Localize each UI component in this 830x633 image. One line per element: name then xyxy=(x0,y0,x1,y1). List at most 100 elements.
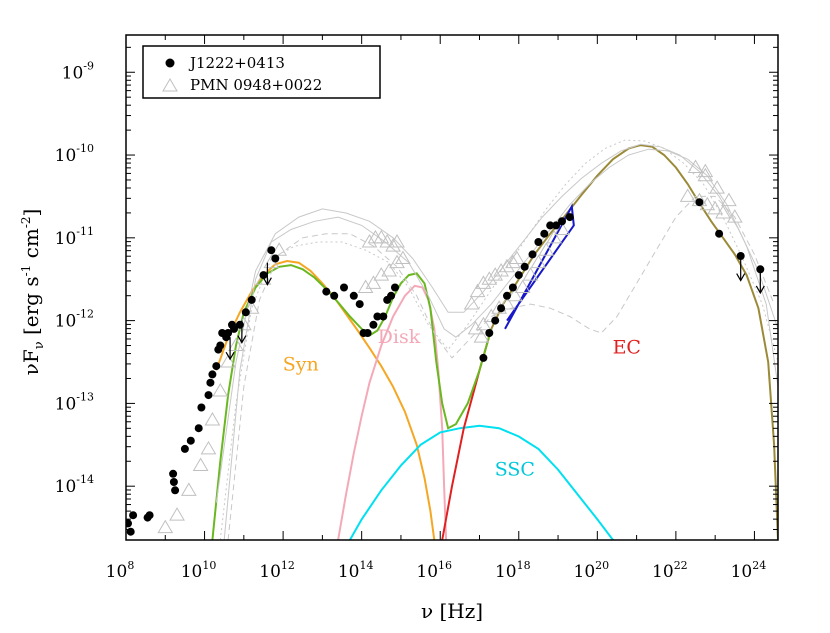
pmn-point-34 xyxy=(508,250,525,265)
j1222-point-40 xyxy=(387,291,396,300)
y-tick-label: 10-10 xyxy=(55,142,94,166)
j1222-point-29 xyxy=(322,287,331,296)
tick-base: 10 xyxy=(731,562,753,582)
pmn-point-7 xyxy=(220,354,236,368)
j1222-point-59 xyxy=(736,252,745,260)
pmn-point-29 xyxy=(481,271,498,285)
j1222-point-52 xyxy=(540,229,549,238)
j1222-point-38 xyxy=(379,312,388,321)
upper-limit-arrow-0 xyxy=(225,337,235,361)
pmn-point-48 xyxy=(679,188,696,202)
y-axis-unit-pre: [erg s xyxy=(19,276,43,335)
pmn-point-3 xyxy=(192,457,209,471)
upper-limit-arrow-2 xyxy=(262,262,272,286)
upper-limit-head xyxy=(755,285,765,295)
j1222-point-57 xyxy=(695,198,704,207)
j1222-point-32 xyxy=(349,291,358,300)
j1222-point-47 xyxy=(508,283,517,292)
tick-base: 10 xyxy=(259,562,281,582)
x-axis-unit: [Hz] xyxy=(439,599,483,623)
pmn-point-18 xyxy=(385,238,401,252)
j1222-point-24 xyxy=(241,308,250,317)
plot-frame xyxy=(125,34,779,541)
j1222-point-28 xyxy=(271,254,280,263)
pmn-point-16 xyxy=(373,229,390,244)
j1222-point-33 xyxy=(355,300,364,309)
legend: J1222+0413 PMN 0948+0022 xyxy=(142,45,381,99)
tick-exponent: -10 xyxy=(76,142,94,155)
pmn-point-57 xyxy=(721,192,737,207)
j1222-point-17 xyxy=(216,341,225,350)
x-axis-title: ν [Hz] xyxy=(421,599,483,623)
pmn-point-28 xyxy=(475,275,492,289)
x-tick-label: 1014 xyxy=(338,559,374,582)
tick-base: 10 xyxy=(55,394,77,414)
j1222-point-26 xyxy=(259,271,268,280)
pmn-point-50 xyxy=(699,196,716,211)
tick-exponent: 8 xyxy=(127,559,134,572)
pmn-point-40 xyxy=(514,279,531,293)
annotation-ssc: SSC xyxy=(495,458,535,480)
pmn-point-1 xyxy=(169,507,185,521)
y-axis-exp1: -1 xyxy=(19,265,33,277)
j1222-point-31 xyxy=(340,283,348,292)
j1222-point-30 xyxy=(330,291,339,300)
curve-total-he xyxy=(490,144,778,540)
legend-box xyxy=(142,45,381,99)
j1222-point-12 xyxy=(204,391,213,400)
y-tick-label: 10-11 xyxy=(55,225,94,249)
pmn-point-41 xyxy=(522,267,539,281)
j1222-point-4 xyxy=(145,511,154,520)
tick-base: 10 xyxy=(574,562,596,582)
j1222-point-55 xyxy=(558,217,566,226)
annotation-syn: Syn xyxy=(283,353,319,375)
x-tick-label: 1018 xyxy=(495,559,531,582)
pmn-point-39 xyxy=(506,287,523,302)
pmn-point-54 xyxy=(687,159,704,173)
j1222-point-37 xyxy=(373,312,382,321)
pmn-point-52 xyxy=(715,204,731,219)
curve-pmn-model-1 xyxy=(223,148,778,540)
y-tick-label: 10-9 xyxy=(62,59,94,83)
pmn-point-4 xyxy=(200,440,217,455)
pmn-point-17 xyxy=(379,233,396,248)
pmn-point-20 xyxy=(357,279,374,293)
pmn-point-23 xyxy=(381,262,398,277)
pmn-point-31 xyxy=(493,262,509,277)
j1222-point-0 xyxy=(126,519,132,528)
pmn-point-5 xyxy=(204,411,221,426)
y-axis-unit-mid: cm xyxy=(19,228,43,265)
j1222-point-25 xyxy=(247,295,256,304)
pmn-point-47 xyxy=(473,329,490,343)
j1222-point-43 xyxy=(485,329,494,337)
pmn-point-53 xyxy=(726,209,743,223)
tick-base: 10 xyxy=(55,146,77,166)
j1222-point-35 xyxy=(363,329,372,337)
tick-base: 10 xyxy=(106,562,128,582)
x-tick-label: 1022 xyxy=(652,559,688,582)
pmn-point-42 xyxy=(530,254,547,269)
j1222-point-13 xyxy=(206,378,215,387)
y-axis-symbol: νF xyxy=(19,349,43,375)
tick-base: 10 xyxy=(55,477,77,497)
tick-base: 10 xyxy=(55,229,77,249)
j1222-point-44 xyxy=(491,316,500,325)
pmn-point-30 xyxy=(487,267,504,281)
tick-exponent: -9 xyxy=(83,59,94,72)
pmn-point-46 xyxy=(467,320,484,335)
tick-exponent: 18 xyxy=(517,559,531,572)
legend-label-pmn: PMN 0948+0022 xyxy=(190,76,322,94)
j1222-point-50 xyxy=(528,250,537,259)
curve-ssc xyxy=(349,424,614,540)
tick-exponent: 12 xyxy=(281,559,295,572)
pmn-point-13 xyxy=(271,242,288,256)
j1222-point-41 xyxy=(391,283,399,292)
tick-base: 10 xyxy=(62,63,84,83)
tick-base: 10 xyxy=(652,562,674,582)
pmn-point-55 xyxy=(697,163,714,178)
y-tick-label: 10-12 xyxy=(55,308,94,332)
j1222-point-14 xyxy=(208,370,217,379)
tick-exponent: -12 xyxy=(76,308,94,321)
tick-exponent: 16 xyxy=(438,559,452,572)
